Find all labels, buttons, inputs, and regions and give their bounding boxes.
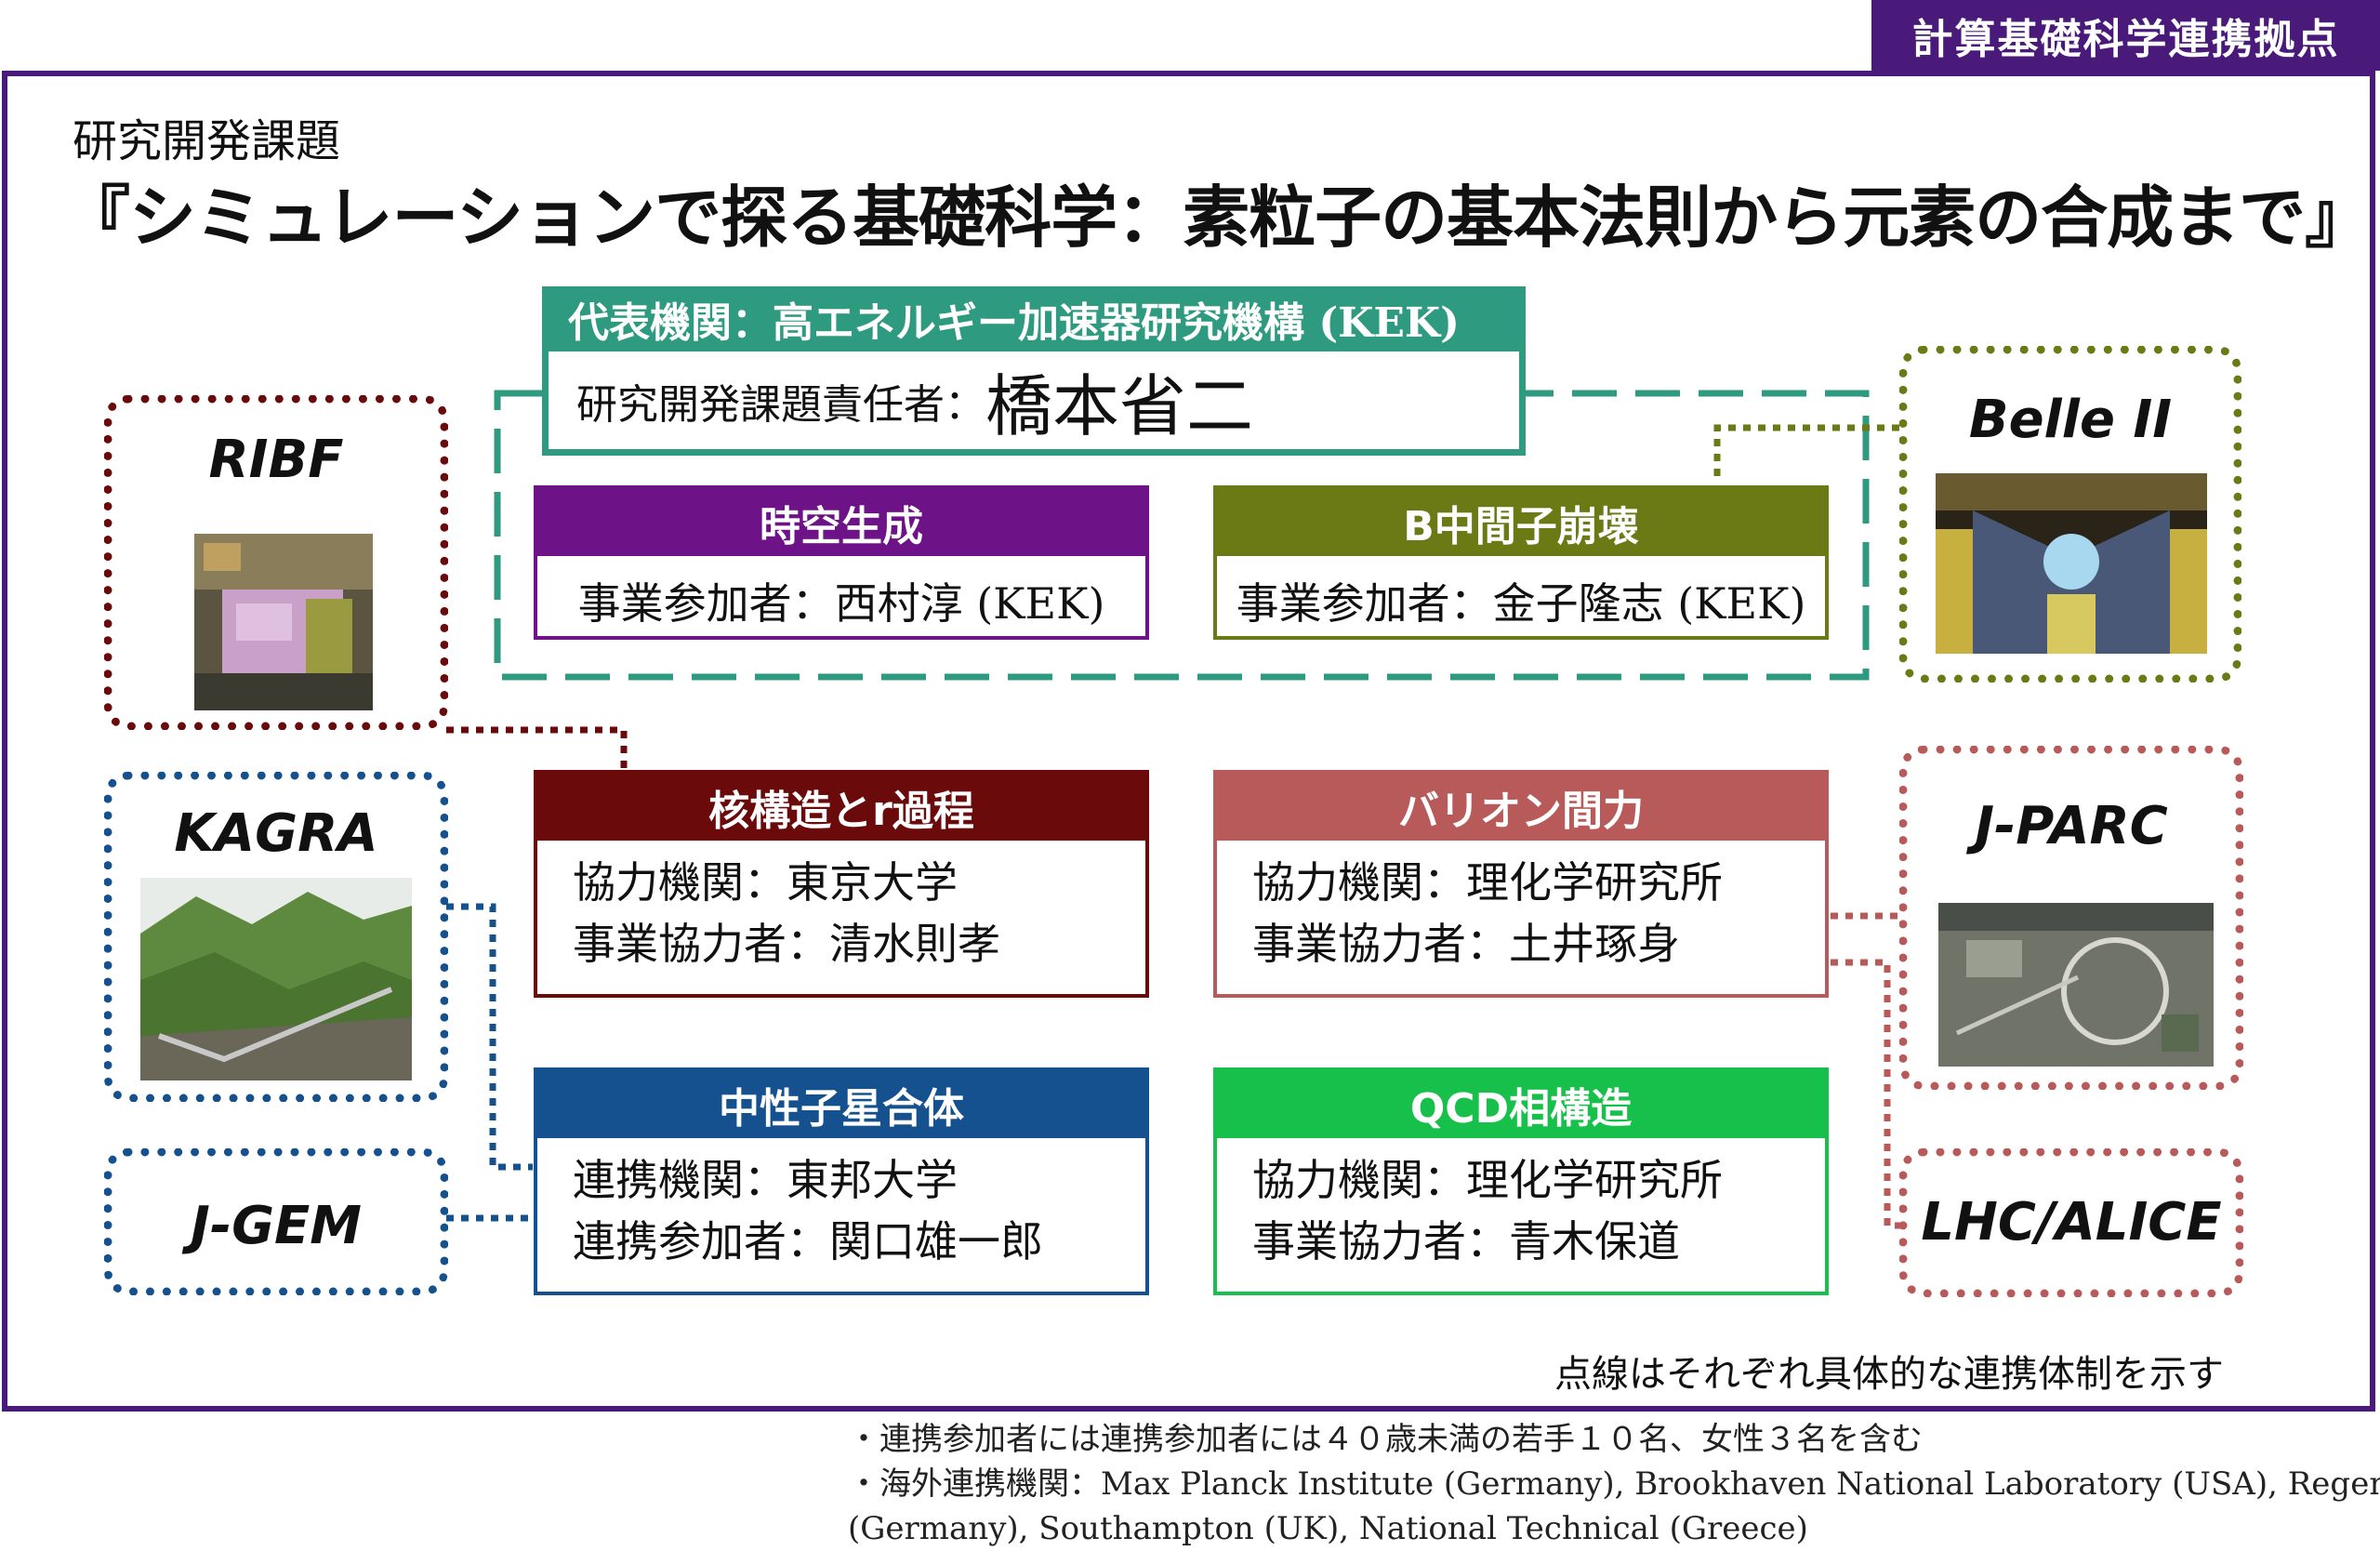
project-institution: 連携機関：東邦大学 bbox=[573, 1155, 958, 1205]
project-member: 事業参加者：西村淳 (KEK) bbox=[577, 578, 1105, 629]
facility-label: KAGRA bbox=[174, 803, 378, 864]
facility-label: J-PARC bbox=[1975, 796, 2168, 856]
project-box-qcd: QCD相構造 協力機関：理化学研究所 事業協力者：青木保道 bbox=[1213, 1067, 1829, 1295]
page-title: 『シミュレーションで探る基礎科学：素粒子の基本法則から元素の合成まで』 bbox=[63, 179, 2372, 257]
facility-belle: Belle II bbox=[1899, 346, 2241, 683]
center-tag: 計算基礎科学連携拠点 bbox=[1871, 0, 2380, 71]
project-title: バリオン間力 bbox=[1217, 774, 1825, 841]
facility-label: RIBF bbox=[208, 430, 344, 490]
belle-photo bbox=[1936, 473, 2207, 654]
lead-pi-label: 研究開発課題責任者： bbox=[576, 380, 985, 429]
project-box-nuclear: 核構造とr過程 協力機関：東京大学 事業協力者：清水則孝 bbox=[534, 770, 1149, 998]
belle-link bbox=[1713, 424, 1901, 476]
project-institution: 協力機関：理化学研究所 bbox=[1252, 857, 1723, 908]
project-member: 事業協力者：土井琢身 bbox=[1252, 919, 1680, 969]
project-box-bmeson: B中間子崩壊 事業参加者：金子隆志 (KEK) bbox=[1213, 485, 1829, 640]
project-box-neutron-star: 中性子星合体 連携機関：東邦大学 連携参加者：関口雄一郎 bbox=[534, 1067, 1149, 1295]
footnotes: ・連携参加者には連携参加者には４０歳未満の若手１０名、女性３名を含む ・海外連携… bbox=[848, 1417, 2380, 1551]
footnote-young: ・連携参加者には連携参加者には４０歳未満の若手１０名、女性３名を含む bbox=[848, 1421, 1923, 1458]
ribf-photo bbox=[194, 534, 373, 710]
project-institution: 協力機関：理化学研究所 bbox=[1252, 1155, 1723, 1205]
facility-ribf: RIBF bbox=[104, 395, 448, 730]
footnote-overseas: ・海外連携機関：Max Planck Institute (Germany), … bbox=[848, 1465, 2380, 1503]
facility-jparc: J-PARC bbox=[1899, 746, 2243, 1090]
project-member: 事業参加者：金子隆志 (KEK) bbox=[1236, 578, 1806, 629]
jparc-photo bbox=[1938, 903, 2214, 1067]
project-institution: 協力機関：東京大学 bbox=[573, 857, 958, 908]
footnote-overseas-cont: (Germany), Southampton (UK), National Te… bbox=[848, 1510, 1808, 1547]
kek-group-frame bbox=[494, 390, 1870, 681]
project-member: 事業協力者：清水則孝 bbox=[573, 919, 1000, 969]
project-title: B中間子崩壊 bbox=[1217, 489, 1825, 556]
alice-link bbox=[1831, 959, 1904, 1229]
lead-org: 代表機関：高エネルギー加速器研究機構 (KEK) bbox=[542, 286, 1526, 351]
project-title: 時空生成 bbox=[537, 489, 1145, 556]
facility-label: J-GEM bbox=[190, 1196, 363, 1256]
main-frame bbox=[2, 71, 2375, 1412]
project-title: 中性子星合体 bbox=[537, 1071, 1145, 1138]
project-member: 事業協力者：青木保道 bbox=[1252, 1216, 1680, 1266]
project-title: 核構造とr過程 bbox=[537, 774, 1145, 841]
lead-pi: 研究開発課題責任者：橋本省二 bbox=[542, 351, 1526, 456]
lead-pi-name: 橋本省二 bbox=[985, 367, 1254, 445]
legend-note: 点線はそれぞれ具体的な連携体制を示す bbox=[1554, 1353, 2224, 1396]
lead-org-label: 代表機関：高エネルギー加速器研究機構 (KEK) bbox=[568, 299, 1460, 347]
project-member: 連携参加者：関口雄一郎 bbox=[573, 1216, 1043, 1266]
facility-kagra: KAGRA bbox=[104, 772, 448, 1102]
facility-label: LHC/ALICE bbox=[1921, 1192, 2222, 1253]
project-title: QCD相構造 bbox=[1217, 1071, 1825, 1138]
facility-jgem: J-GEM bbox=[104, 1148, 448, 1295]
subtitle: 研究開発課題 bbox=[73, 115, 341, 167]
project-box-baryon: バリオン間力 協力機関：理化学研究所 事業協力者：土井琢身 bbox=[1213, 770, 1829, 998]
kagra-photo bbox=[140, 878, 412, 1080]
project-box-spacetime: 時空生成 事業参加者：西村淳 (KEK) bbox=[534, 485, 1149, 640]
facility-label: Belle II bbox=[1968, 390, 2173, 450]
facility-alice: LHC/ALICE bbox=[1899, 1148, 2243, 1297]
